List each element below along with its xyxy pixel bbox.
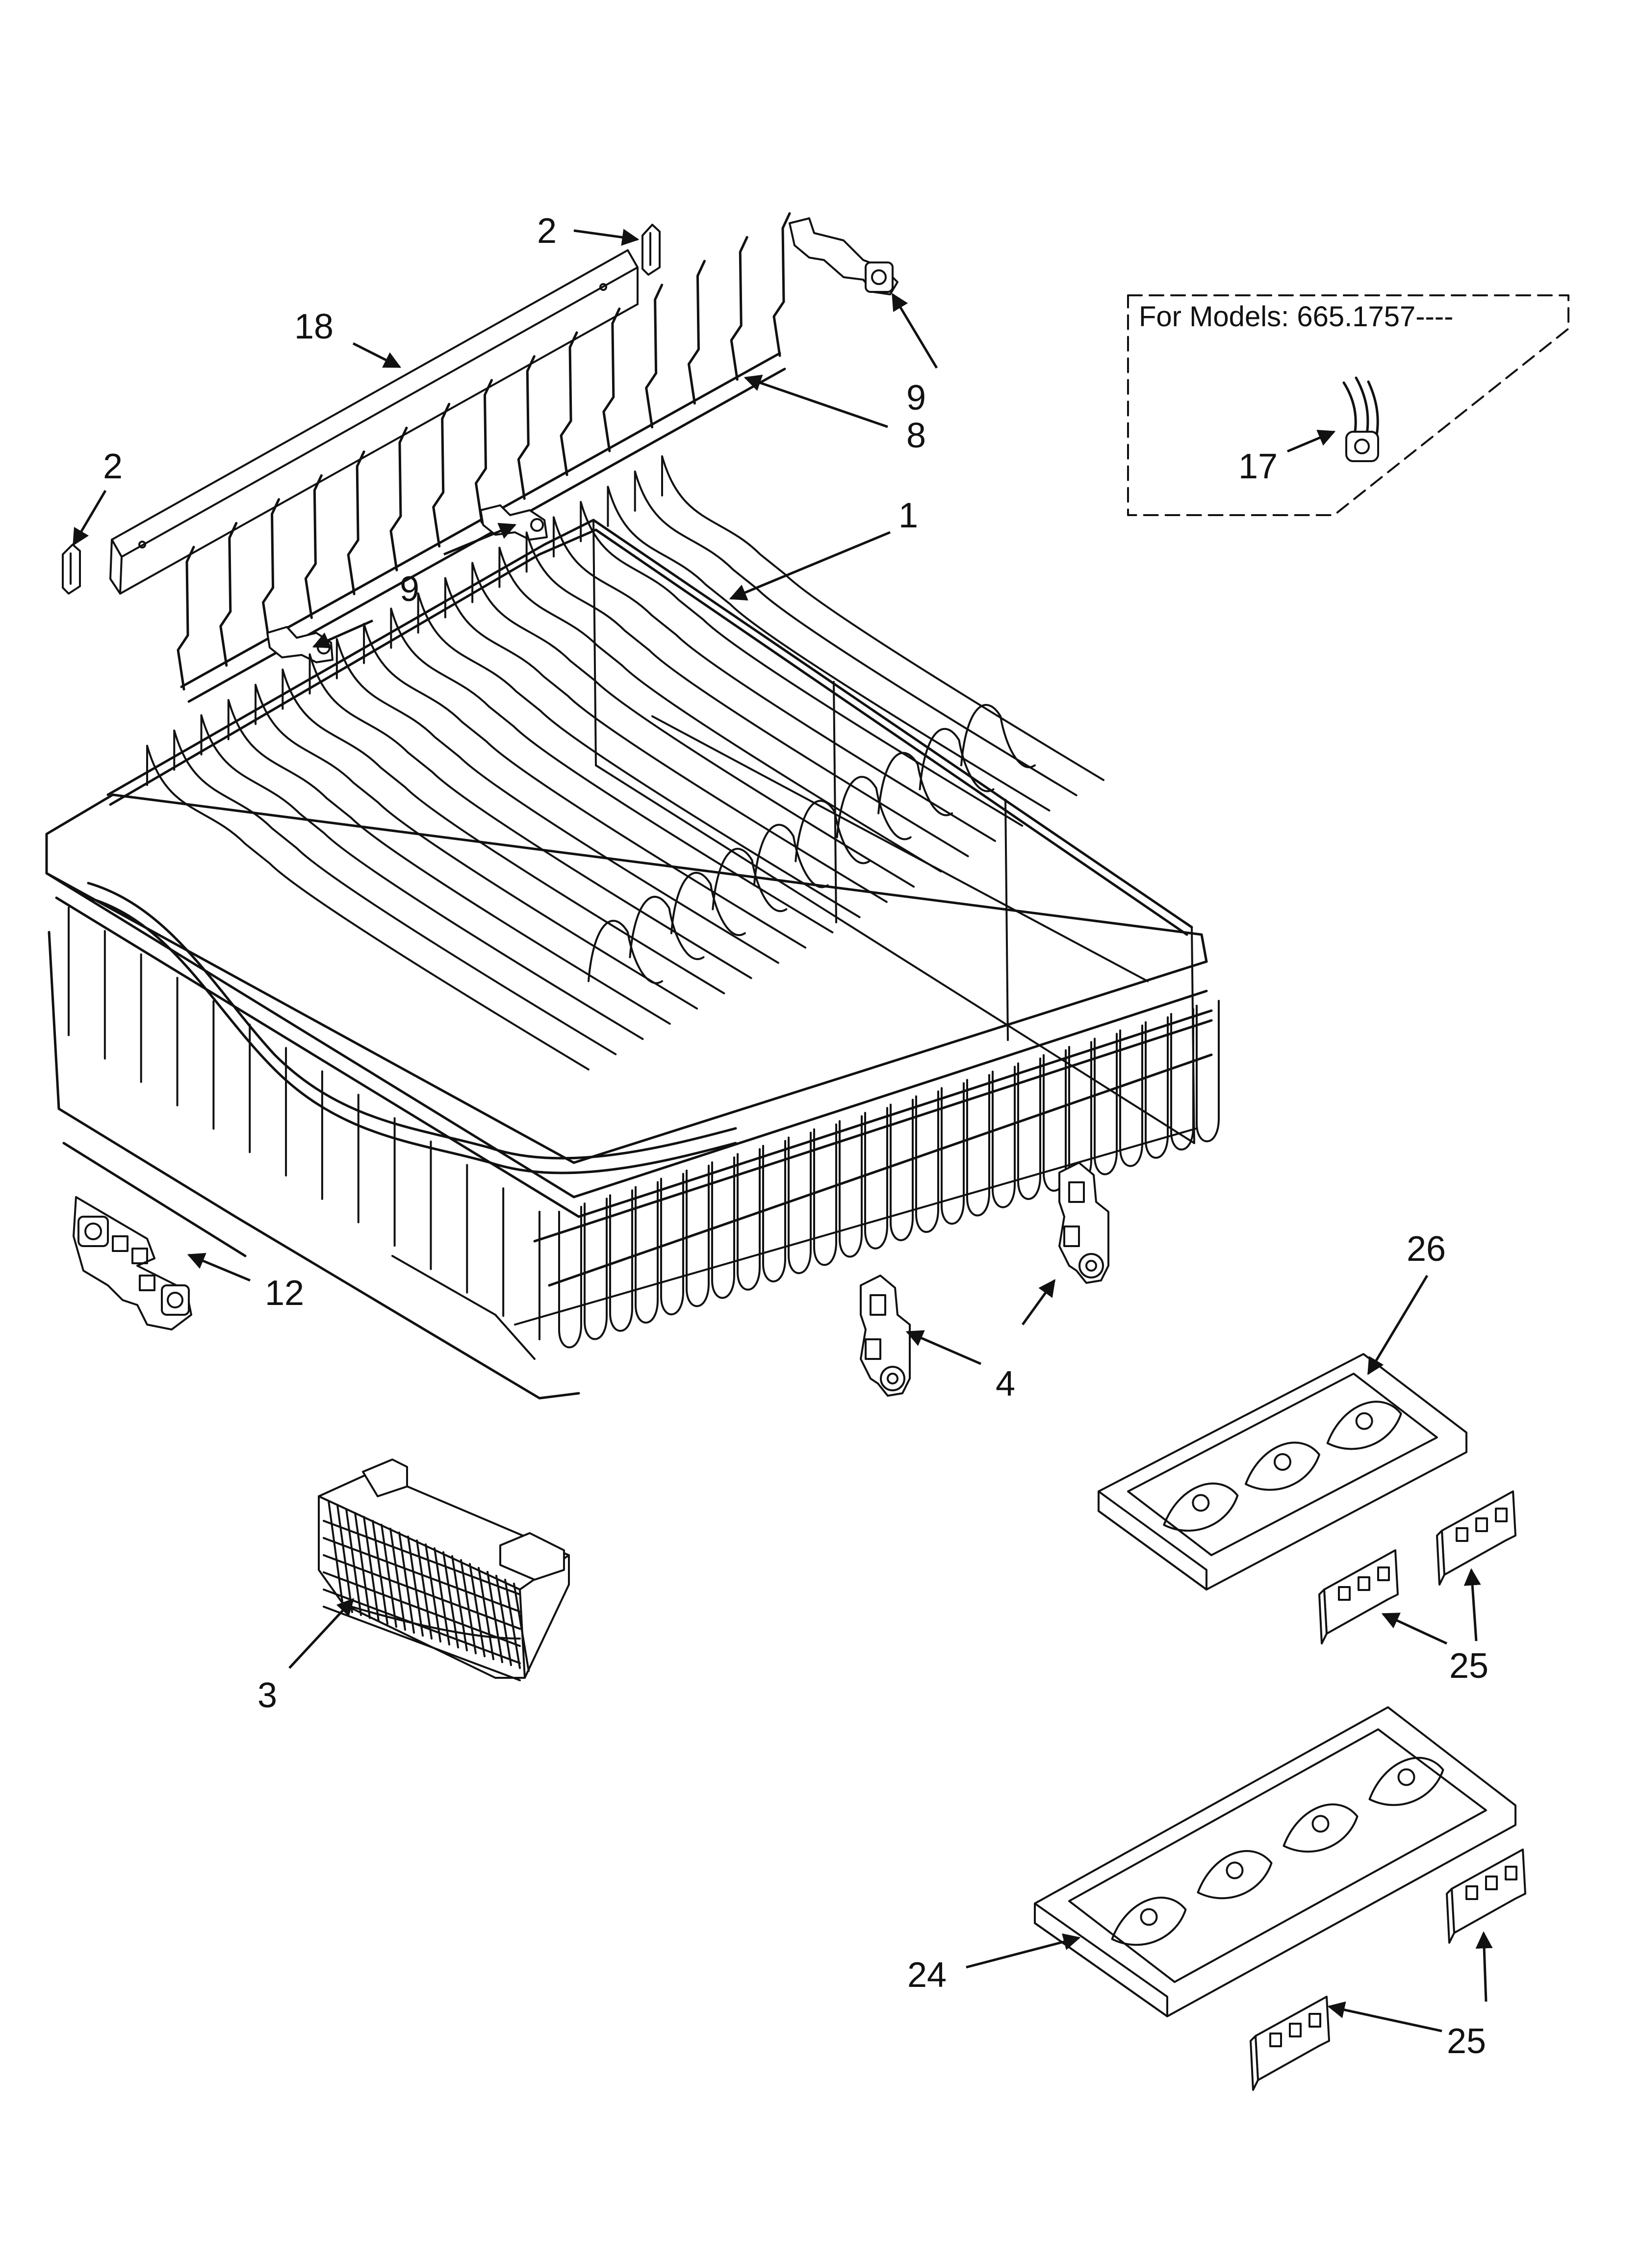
callout-25-upper: 25 [1449, 1646, 1488, 1686]
callout-8: 8 [906, 416, 926, 455]
tray-grid [1163, 1401, 1402, 1532]
wire-clip-part-17 [1342, 376, 1379, 462]
tine-set [177, 212, 791, 691]
end-clip-part-2-left [62, 544, 81, 595]
callout-4: 4 [996, 1364, 1015, 1404]
callout-24: 24 [907, 1955, 947, 1995]
callout-25-lower: 25 [1447, 2022, 1486, 2061]
rack-tines [146, 455, 1104, 1070]
rack-adjuster-part-12 [73, 1196, 192, 1330]
upper-rack-part-1 [45, 519, 1213, 1400]
roller-part-4-right [1058, 1162, 1109, 1284]
basket-mesh [323, 1500, 530, 1681]
end-clip-part-2-top [641, 224, 661, 276]
model-note-box: For Models: 665.1757---- [1127, 294, 1569, 516]
clip-part-25-c [1250, 1996, 1330, 2091]
tine-tray-part-26 [1098, 1353, 1467, 1590]
clip-part-25-a [1318, 1549, 1399, 1644]
model-note-text: For Models: 665.1757---- [1139, 301, 1453, 333]
clip-part-25-b [1436, 1490, 1516, 1586]
hinge-bracket-part-9-top [789, 217, 898, 295]
roller-part-4-left [860, 1275, 911, 1397]
callout-9-top: 9 [906, 378, 926, 417]
callout-26: 26 [1407, 1229, 1446, 1269]
tray-grid [1111, 1757, 1444, 1946]
callout-18: 18 [294, 307, 334, 346]
leader-lines [72, 229, 1493, 2033]
callout-9-mid: 9 [400, 570, 419, 609]
callout-12: 12 [265, 1274, 304, 1313]
callout-2-left: 2 [103, 447, 123, 486]
callout-17: 17 [1238, 447, 1278, 486]
clip-part-25-d [1446, 1849, 1526, 1944]
callout-2-top: 2 [537, 211, 557, 251]
tine-tray-part-24 [1034, 1706, 1516, 2017]
callout-labels: 2 18 9 8 2 9 1 17 12 4 26 3 25 24 25 [103, 211, 1488, 2061]
utensil-basket-part-3 [318, 1459, 570, 1681]
callout-3: 3 [257, 1676, 277, 1715]
rack-rail-part-18 [109, 249, 639, 595]
hinge-bracket-part-9-low [266, 626, 334, 663]
callout-1: 1 [898, 496, 918, 535]
